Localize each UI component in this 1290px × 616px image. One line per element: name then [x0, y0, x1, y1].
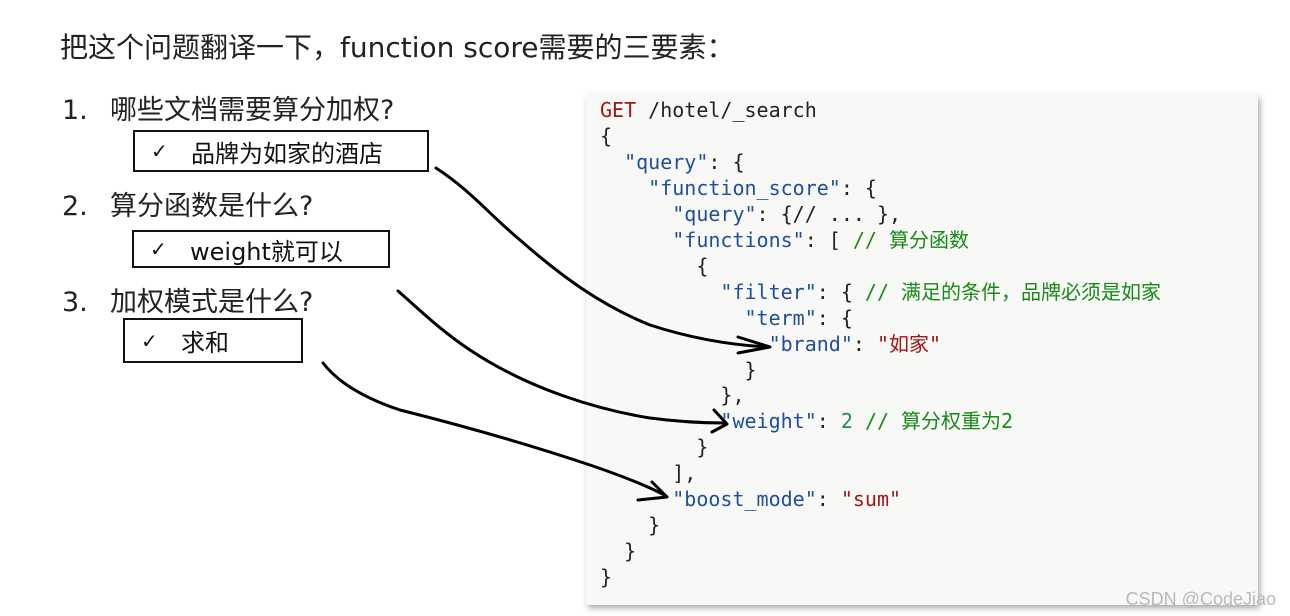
inner-query-rest: : {// ... }, — [756, 201, 902, 226]
inner-query-key: "query" — [672, 201, 757, 226]
check-icon: ✓ — [141, 328, 158, 353]
page-heading: 把这个问题翻译一下，function score需要的三要素： — [60, 31, 735, 64]
arrow-to-boost-mode — [321, 361, 668, 498]
answer-box-1: ✓ 品牌为如家的酒店 — [133, 130, 429, 172]
question-number: 2. — [62, 191, 88, 222]
weight-key: "weight" — [720, 409, 817, 434]
question-text: 哪些文档需要算分加权? — [110, 95, 395, 126]
brand-value: "如家" — [876, 331, 942, 356]
check-icon: ✓ — [150, 237, 167, 261]
question-1: 1. 哪些文档需要算分加权? — [62, 88, 394, 127]
filter-key: "filter" — [720, 279, 817, 304]
brand-key: "brand" — [768, 331, 853, 356]
question-number: 1. — [62, 95, 88, 126]
arrow-to-weight — [396, 289, 727, 425]
question-number: 3. — [62, 287, 88, 318]
question-text: 加权模式是什么? — [110, 287, 314, 318]
code-block: GET /hotel/_search { "query": { "functio… — [600, 98, 1162, 590]
check-icon: ✓ — [151, 139, 168, 163]
answer-box-3: ✓ 求和 — [123, 318, 303, 363]
arrow-to-brand — [434, 166, 770, 349]
term-key: "term" — [744, 305, 817, 330]
query-key: "query" — [624, 149, 709, 174]
http-method: GET — [600, 98, 637, 122]
function-score-key: "function_score" — [648, 175, 841, 200]
arrowhead-boost — [636, 480, 669, 502]
question-text: 算分函数是什么? — [110, 191, 314, 222]
boost-mode-key: "boost_mode" — [672, 487, 817, 512]
functions-key: "functions" — [672, 227, 805, 252]
answer-text: 求和 — [181, 329, 229, 357]
boost-mode-value: "sum" — [840, 487, 902, 512]
arrowhead-weight — [710, 408, 729, 434]
answer-text: weight就可以 — [190, 237, 343, 266]
watermark: CSDN @CodeJiao — [1125, 589, 1276, 609]
question-2: 2. 算分函数是什么? — [62, 184, 313, 223]
filter-comment: // 满足的条件，品牌必须是如家 — [864, 279, 1162, 304]
code-panel — [586, 95, 1258, 605]
functions-comment: // 算分函数 — [852, 227, 969, 252]
answer-text: 品牌为如家的酒店 — [191, 139, 383, 168]
weight-value: 2 — [840, 409, 853, 434]
arrowhead-brand — [736, 335, 772, 355]
request-path: /hotel/_search — [636, 98, 817, 122]
question-3: 3. 加权模式是什么? — [62, 280, 313, 319]
answer-box-2: ✓ weight就可以 — [132, 230, 390, 268]
weight-comment: // 算分权重为2 — [864, 409, 1014, 434]
